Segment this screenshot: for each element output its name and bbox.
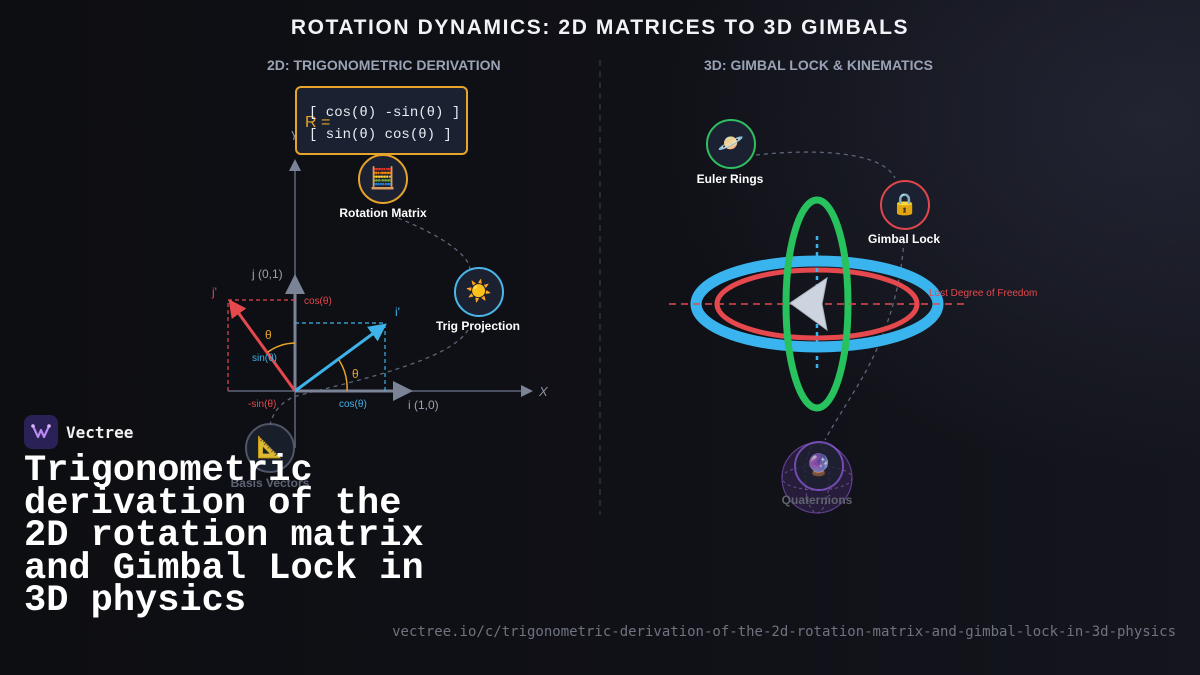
headline: Trigonometric derivation of the 2D rotat… [24, 450, 424, 622]
left-panel-title: 2D: TRIGONOMETRIC DERIVATION [267, 57, 501, 73]
matrix-row-1: [ cos(θ) -sin(θ) ] [309, 105, 461, 121]
trig-projection-label: Trig Projection [435, 319, 521, 333]
i-prime-label: i' [395, 305, 400, 319]
crystal-ball-icon: 🔮 [794, 441, 844, 491]
basis-vector-i-head [393, 381, 413, 401]
source-url: vectree.io/c/trigonometric-derivation-of… [392, 624, 1176, 640]
theta-arc-j [267, 342, 296, 353]
cos-top-label: cos(θ) [304, 296, 332, 307]
matrix-r-label: R = [305, 114, 331, 131]
cos-bottom-label: cos(θ) [339, 399, 367, 410]
theta-label-i: θ [352, 367, 359, 381]
theta-arc-i [338, 359, 348, 392]
rotation-matrix-box: R = [ cos(θ) -sin(θ) ] [ sin(θ) cos(θ) ] [295, 86, 468, 155]
lost-dof-label: Lost Degree of Freedom [929, 288, 1037, 299]
connector-trig-basis [269, 329, 469, 426]
brand: Vectree [24, 415, 133, 449]
neg-sin-label: -sin(θ) [248, 399, 276, 410]
sun-icon: ☀️ [454, 267, 504, 317]
matrix-row-2: [ sin(θ) cos(θ) ] [309, 127, 452, 143]
quaternions-label: Quaternions [781, 493, 853, 507]
rotation-matrix-label: Rotation Matrix [339, 206, 427, 220]
right-panel-title: 3D: GIMBAL LOCK & KINEMATICS [704, 57, 933, 73]
connector-euler-lock [755, 151, 896, 179]
x-axis-label: X [538, 384, 549, 399]
j-prime-label: j' [211, 285, 217, 299]
projection-j-prime [227, 299, 295, 391]
gimbal-ring-green [782, 196, 852, 412]
rotated-vector-j-prime [228, 299, 297, 392]
euler-rings-label: Euler Rings [696, 172, 764, 186]
lock-icon: 🔒 [880, 180, 930, 230]
planet-icon: 🪐 [706, 119, 756, 169]
gimbal-lock-label: Gimbal Lock [867, 232, 941, 246]
theta-label-j: θ [265, 328, 272, 342]
j-label: j (0,1) [251, 267, 283, 281]
abacus-icon: 🧮 [358, 154, 408, 204]
page-title: ROTATION DYNAMICS: 2D MATRICES TO 3D GIM… [290, 16, 910, 39]
connector-matrix-trig [397, 217, 471, 271]
triangle-ruler-icon: 📐 [245, 423, 295, 473]
projection-i-prime [295, 322, 386, 391]
vectree-logo-mark [31, 424, 51, 439]
vectree-logo-icon [24, 415, 58, 449]
gimbal-object [789, 276, 828, 332]
brand-name: Vectree [66, 422, 134, 442]
basis-vectors-label: Basis Vectors [230, 476, 310, 490]
basis-vector-j-head [285, 274, 305, 294]
i-label: i (1,0) [408, 398, 439, 412]
sin-left-label: sin(θ) [252, 353, 277, 364]
rotated-vector-i-prime [294, 323, 387, 393]
quaternion-equator [781, 465, 853, 491]
